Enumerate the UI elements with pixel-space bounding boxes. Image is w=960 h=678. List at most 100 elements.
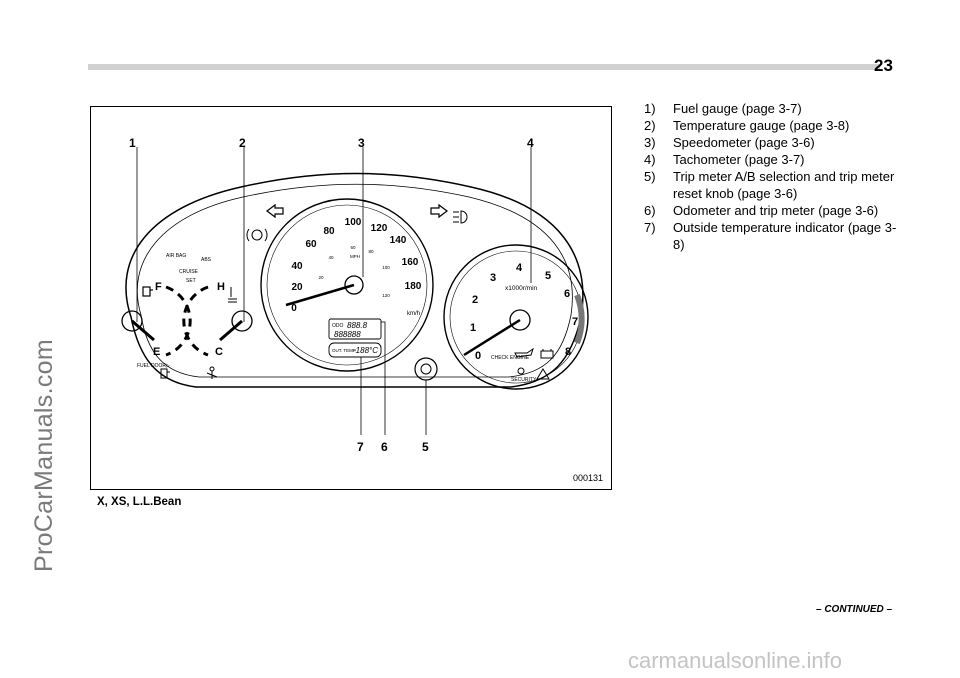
legend-item: 7) Outside temperature indicator (page 3-… [644, 219, 904, 253]
tach-tick-5: 5 [545, 270, 551, 282]
security-indicator-label: SECURITY [511, 377, 537, 383]
instrument-cluster-illustration: 1 2 3 4 5 6 7 F E H C FUEL DOOR▷ AIR BAG… [121, 136, 589, 454]
speedometer-hub [344, 275, 364, 295]
kmh-unit-label: km/h [407, 311, 420, 317]
tachometer-needle [463, 318, 521, 357]
trip-display: 888.8 [347, 321, 368, 330]
legend-number: 2) [644, 118, 656, 133]
instrument-cluster-figure: 1 2 3 4 5 6 7 F E H C FUEL DOOR▷ AIR BAG… [90, 106, 612, 490]
temp-cold-label: C [215, 346, 223, 358]
legend-text: Odometer and trip meter (page 3-6) [673, 203, 879, 218]
speed-tick-140: 140 [390, 235, 407, 246]
legend-item: 2) Temperature gauge (page 3-8) [644, 117, 904, 134]
tach-tick-0: 0 [475, 350, 481, 362]
legend-text: Temperature gauge (page 3-8) [673, 118, 850, 133]
speedometer-needle [285, 283, 355, 307]
speed-tick-180: 180 [405, 281, 422, 292]
tach-unit-label: x1000r/min [505, 285, 538, 292]
trip-reset-knob-center [420, 363, 432, 375]
figure-code: 000131 [572, 473, 603, 483]
tach-redline-band [574, 293, 585, 345]
fuel-gauge-needle [131, 319, 155, 342]
legend-number: 3) [644, 135, 656, 150]
odo-label: ODO [332, 323, 344, 329]
side-watermark: ProCarManuals.com [30, 339, 58, 572]
legend-item: 6) Odometer and trip meter (page 3-6) [644, 202, 904, 219]
tach-tick-4: 4 [516, 262, 523, 274]
tach-tick-7: 7 [572, 316, 578, 328]
temperature-display: -188°C [353, 346, 378, 355]
temperature-scale-arc [182, 285, 209, 357]
mph-tick-60: 60 [350, 245, 356, 250]
speedometer-kmh-labels: 0 20 40 60 80 100 120 140 160 180 [291, 217, 422, 314]
check-engine-indicator-label: CHECK ENGINE [491, 355, 530, 361]
mph-tick-100: 100 [382, 265, 390, 270]
legend-number: 4) [644, 152, 656, 167]
temperature-gauge-needle [219, 319, 243, 342]
page-number: 23 [874, 56, 893, 75]
fuel-pump-icon [142, 286, 153, 297]
speed-tick-120: 120 [371, 223, 388, 234]
speedometer-inner-ring [266, 204, 428, 366]
legend-number: 1) [644, 101, 656, 116]
tach-tick-8: 8 [565, 346, 571, 358]
cluster-outline [125, 172, 584, 388]
legend-item: 3) Speedometer (page 3-6) [644, 134, 904, 151]
legend-number: 5) [644, 169, 656, 184]
legend-text: Outside temperature indicator (page 3-8) [673, 220, 897, 252]
temperature-gauge-hub [231, 310, 253, 332]
odometer-display-box [328, 318, 382, 340]
speed-tick-20: 20 [291, 282, 303, 293]
legend-text: Speedometer (page 3-6) [673, 135, 815, 150]
callout-1: 1 [129, 136, 136, 150]
callout-5: 5 [422, 440, 429, 454]
tach-tick-1: 1 [470, 322, 476, 334]
temp-hot-label: H [217, 281, 225, 293]
callout-2: 2 [239, 136, 246, 150]
tachometer-hub [509, 309, 531, 331]
fuel-empty-label: E [153, 346, 160, 358]
callout-6-leader [381, 321, 386, 435]
turn-signal-right-icon [430, 203, 448, 219]
mph-tick-80: 80 [368, 249, 374, 254]
battery-charge-icon [540, 349, 554, 359]
out-temp-label: OUT. TEMP [332, 348, 356, 353]
legend-number: 7) [644, 220, 656, 235]
speed-tick-80: 80 [323, 226, 335, 237]
figure-caption: X, XS, L.L.Bean [97, 496, 182, 508]
mph-tick-40: 40 [328, 255, 334, 260]
cruise-indicator-label: CRUISE [179, 269, 199, 275]
legend-item: 1) Fuel gauge (page 3-7) [644, 100, 904, 117]
fuel-full-label: F [155, 281, 162, 293]
high-beam-icon [453, 210, 468, 224]
component-legend: 1) Fuel gauge (page 3-7) 2) Temperature ga… [644, 100, 904, 253]
tach-tick-2: 2 [472, 294, 478, 306]
tachometer-dial [443, 244, 589, 390]
turn-signal-left-icon [266, 203, 284, 219]
brake-warning-icon [246, 228, 268, 242]
speed-tick-60: 60 [305, 239, 317, 250]
fuel-gauge-hub [121, 310, 143, 332]
tachometer-labels: 0 1 2 3 4 5 6 7 8 [470, 262, 578, 362]
legend-text: Tachometer (page 3-7) [673, 152, 805, 167]
cluster-inner-outline [136, 183, 573, 378]
abs-indicator-label: ABS [201, 257, 212, 263]
fuel-door-label: FUEL DOOR▷ [137, 363, 170, 369]
speedometer-dial [260, 198, 434, 372]
legend-number: 6) [644, 203, 656, 218]
airbag-indicator-label: AIR BAG [166, 253, 186, 259]
continued-label: – CONTINUED – [816, 604, 893, 615]
callout-4: 4 [527, 136, 534, 150]
coolant-temperature-icon [228, 287, 237, 303]
speedometer-mph-labels: 20 40 60 80 100 120 MPH [318, 245, 390, 298]
set-indicator-label: SET [186, 278, 196, 284]
header-rule [88, 64, 880, 70]
out-temp-display-box [328, 342, 382, 358]
footer-watermark: carmanualsonline.info [628, 648, 843, 673]
legend-text: Fuel gauge (page 3-7) [673, 101, 802, 116]
callout-6: 6 [381, 440, 388, 454]
legend-text: Trip meter A/B selection and trip meter … [673, 169, 895, 201]
mph-tick-120: 120 [382, 293, 390, 298]
seatbelt-warning-icon [206, 366, 218, 379]
tach-tick-6: 6 [564, 288, 570, 300]
